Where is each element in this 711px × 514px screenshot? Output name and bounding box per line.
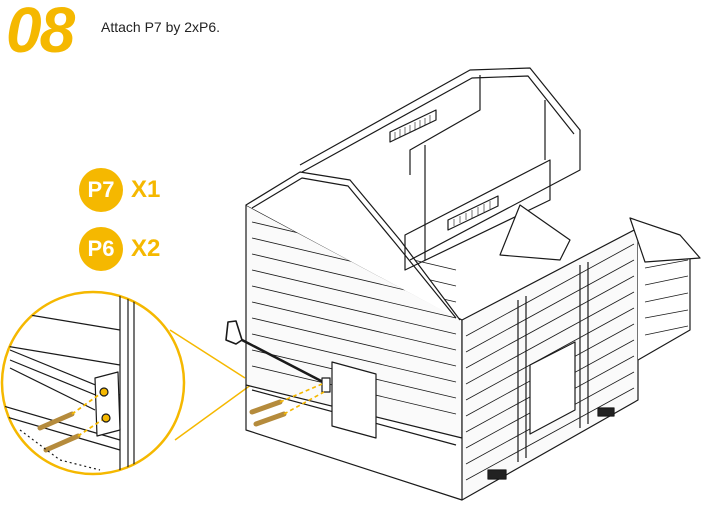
p7-handle-rod (225, 320, 331, 393)
vent-middle (447, 195, 499, 231)
step-instruction: Attach P7 by 2xP6. (101, 19, 221, 35)
part-qty-p7: X1 (131, 176, 161, 203)
detail-zoom-circle (0, 290, 186, 476)
part-badge-p6: P6 (79, 227, 123, 271)
screw-icon (37, 411, 81, 453)
callout-leader-lines (169, 329, 256, 441)
screw-icon (249, 399, 287, 427)
part-row-p7: P7 X1 (79, 168, 161, 212)
step-number: 08 (6, 0, 75, 66)
coop-foot (597, 407, 615, 417)
part-row-p6: P6 X2 (79, 227, 161, 271)
part-qty-p6: X2 (131, 235, 161, 262)
hinge-plate (94, 371, 121, 437)
chicken-coop-illustration (225, 67, 701, 501)
vent-top (389, 109, 437, 143)
part-badge-p7: P7 (79, 168, 123, 212)
coop-foot (487, 469, 507, 480)
